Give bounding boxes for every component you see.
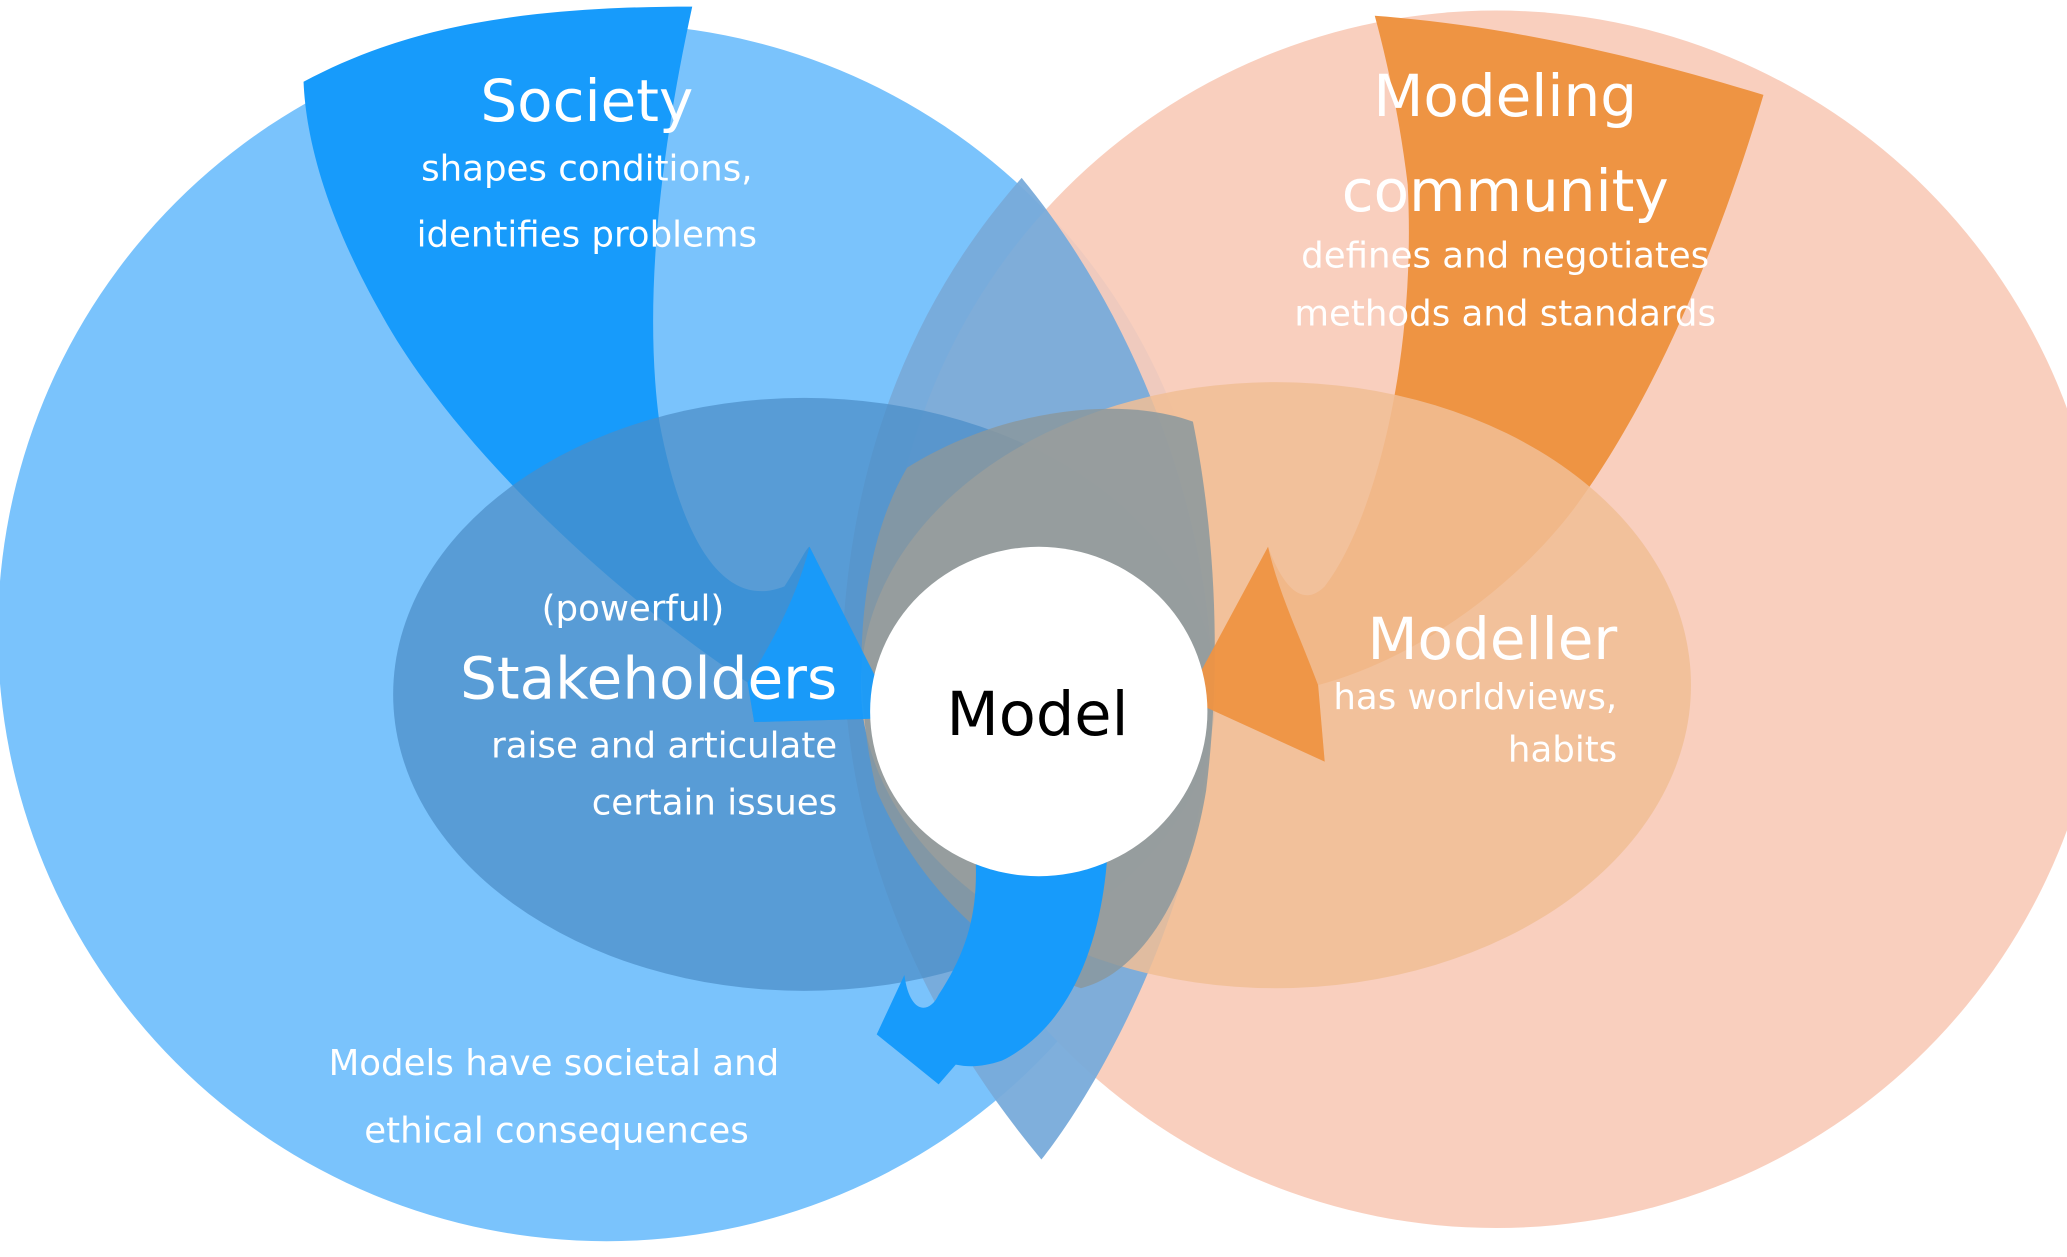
modeller-line-1: has worldviews, [1333,677,1617,718]
model-title: Model [946,680,1128,750]
consequences-line-2: ethical consequences [364,1110,749,1151]
stakeholders-line-1: raise and articulate [491,726,837,767]
society-arrow [303,6,897,723]
stakeholders-line-2: certain issues [592,782,837,823]
community-line-2: methods and standards [1294,293,1716,334]
stakeholders-qualifier: (powerful) [542,589,725,630]
society-line-2: identifies problems [417,214,757,255]
modeller-title: Modeller [1368,605,1618,673]
community-arrow [1186,15,1764,762]
community-title-1: Modeling [1373,62,1637,130]
society-arrowhead [747,546,897,723]
consequences-line-1: Models have societal and [329,1043,780,1084]
community-line-1: defines and negotiates [1301,235,1709,276]
model-circle [870,546,1208,877]
community-arrowhead [1186,546,1325,762]
society-line-1: shapes conditions, [421,149,752,190]
stakeholders-title: Stakeholders [460,644,837,712]
society-title: Society [480,67,693,135]
modeller-line-2: habits [1508,730,1617,771]
community-title-2: community [1342,157,1669,225]
consequence-arrow [876,856,1108,1085]
